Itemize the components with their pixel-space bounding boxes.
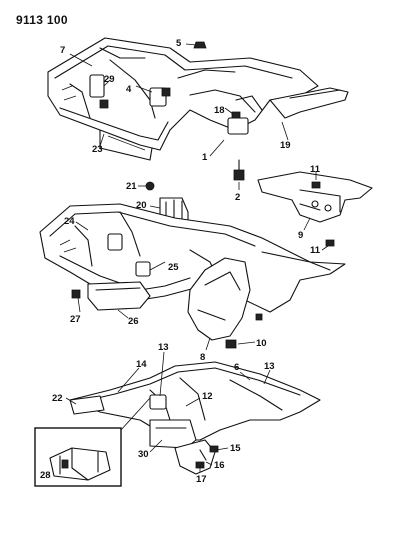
- callout-2: 2: [235, 192, 240, 203]
- callout-22: 22: [52, 393, 63, 404]
- upper-frame-assembly: [47, 37, 349, 161]
- callout-10: 10: [256, 338, 267, 349]
- upper-hardware: [99, 41, 245, 181]
- callout-13-left: 13: [158, 342, 169, 353]
- callout-30: 30: [138, 449, 149, 460]
- callout-11-lower: 11: [310, 245, 321, 256]
- callout-4: 4: [126, 84, 132, 95]
- callout-18: 18: [214, 105, 225, 116]
- callout-11-upper: 11: [310, 164, 321, 175]
- callout-23: 23: [92, 144, 103, 155]
- callout-25: 25: [168, 262, 179, 273]
- bracket-assembly: [257, 171, 373, 247]
- middle-frame-assembly: [39, 203, 346, 313]
- callout-12: 12: [202, 391, 213, 402]
- callout-24: 24: [64, 216, 75, 227]
- callout-7: 7: [60, 45, 65, 56]
- callout-labels: 7 5 29 4 18 23 1 19 2 11 21 20 9 11 24 2…: [40, 38, 321, 485]
- callout-21: 21: [126, 181, 137, 192]
- detail-inset: [34, 397, 151, 487]
- callout-28: 28: [40, 470, 51, 481]
- callout-29: 29: [104, 74, 115, 85]
- leader-lines: [65, 43, 329, 472]
- callout-14: 14: [136, 359, 147, 370]
- callout-19: 19: [280, 140, 291, 151]
- callout-5: 5: [176, 38, 182, 49]
- callout-1: 1: [202, 152, 208, 163]
- figure-id: 9113 100: [16, 13, 68, 27]
- callout-9: 9: [298, 230, 303, 241]
- callout-17: 17: [196, 474, 207, 485]
- splash-shield: [187, 257, 263, 349]
- callout-8: 8: [200, 352, 205, 363]
- callout-20: 20: [136, 200, 147, 211]
- callout-16: 16: [214, 460, 225, 471]
- callout-6: 6: [234, 362, 239, 373]
- callout-27: 27: [70, 314, 81, 325]
- callout-26: 26: [128, 316, 139, 327]
- callout-15: 15: [230, 443, 241, 454]
- callout-13-right: 13: [264, 361, 275, 372]
